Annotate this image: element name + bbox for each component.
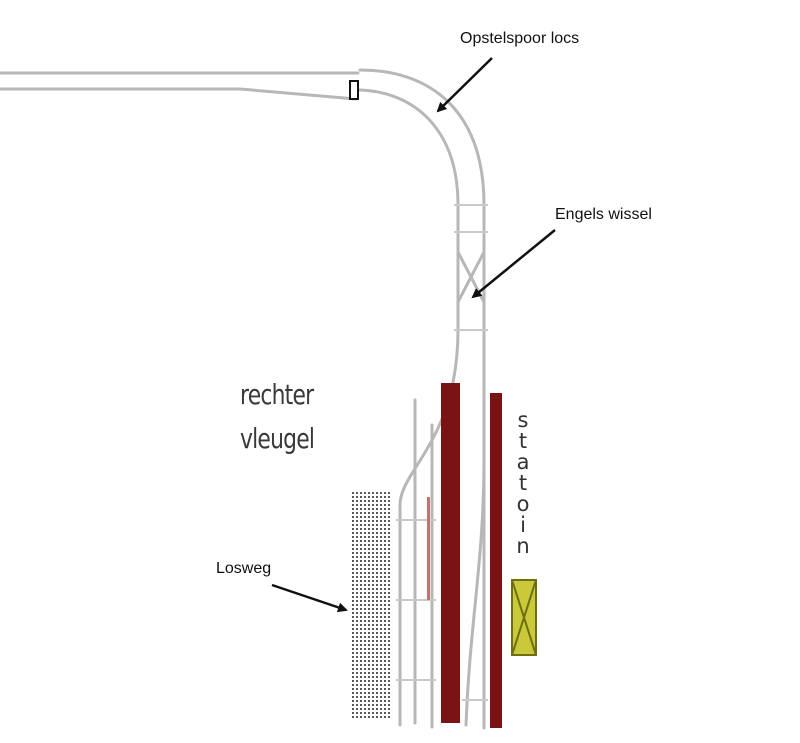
track-sleepers — [396, 204, 488, 701]
arrow-losweg — [271, 583, 348, 613]
label-engels-wissel: Engels wissel — [555, 206, 652, 223]
buffer-stop — [349, 80, 359, 100]
track-english-switch-b — [456, 250, 486, 304]
station-letter: o — [516, 492, 530, 516]
label-rechter: rechter — [240, 378, 314, 411]
station-letter: t — [518, 429, 528, 453]
station-building — [511, 579, 537, 656]
platform-right — [490, 393, 502, 728]
track-main-bottom — [0, 87, 358, 101]
track-diagonal — [464, 458, 486, 727]
losweg-area — [350, 492, 390, 720]
station-letter: i — [520, 513, 526, 537]
label-opstelspoor: Opstelspoor locs — [460, 30, 580, 47]
arrow-opstelspoor — [436, 57, 493, 113]
station-letter: n — [516, 534, 530, 558]
label-station-vertical: s t a t o i n — [514, 410, 532, 557]
label-losweg: Losweg — [216, 560, 272, 577]
platform-thin — [427, 497, 430, 600]
arrow-engels-wissel — [471, 229, 556, 299]
station-letter: t — [518, 471, 528, 495]
track-loco-siding-outer — [358, 68, 486, 730]
label-vleugel: vleugel — [240, 422, 315, 455]
station-letter: a — [516, 450, 530, 474]
track-loco-siding-inner — [358, 88, 460, 332]
platform-left — [441, 383, 460, 723]
track-curve-to-left — [398, 328, 460, 727]
station-letter: s — [517, 408, 529, 432]
